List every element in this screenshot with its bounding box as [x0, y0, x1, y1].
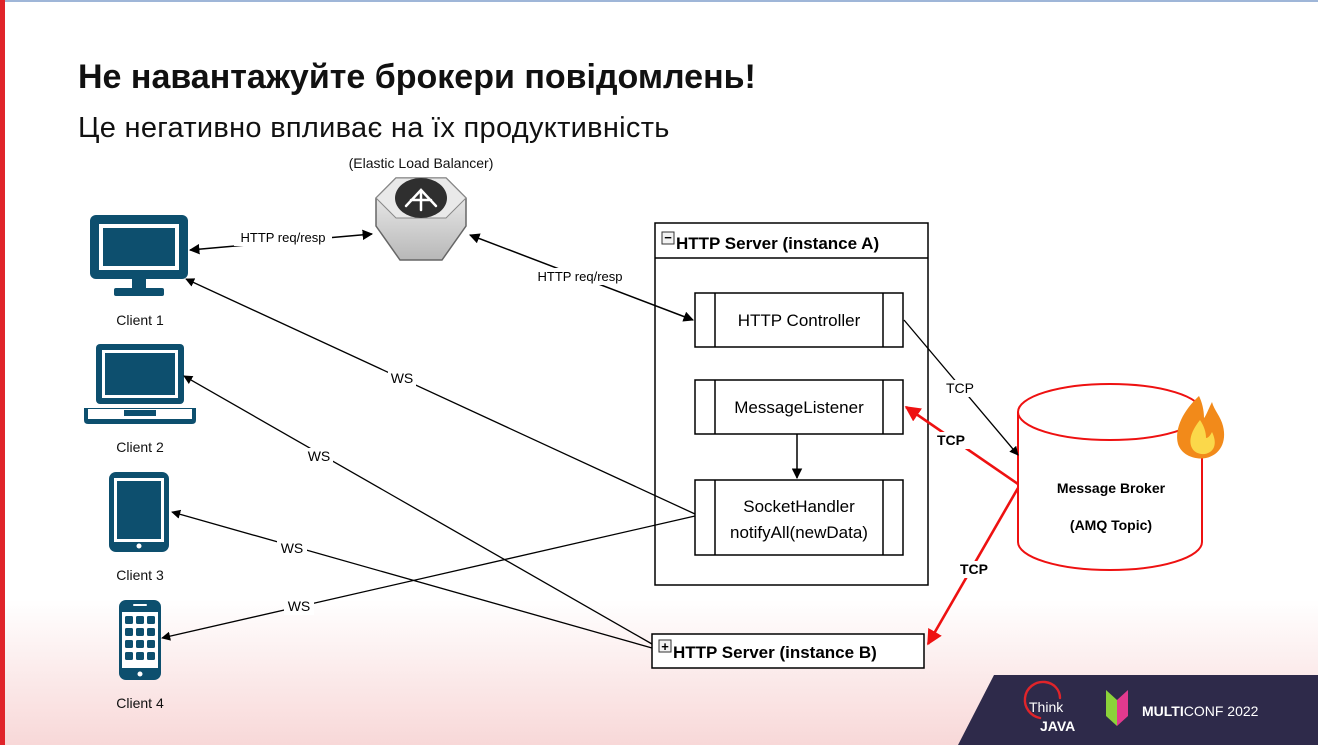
multiconf-logo: MULTICONF 2022 [1106, 690, 1259, 726]
desktop-monitor-icon [90, 215, 188, 296]
http-label-2: HTTP req/resp [537, 269, 622, 284]
ws-connection-client4: WS [161, 515, 696, 641]
think-java-logo: Think JAVA [1023, 680, 1075, 734]
ws-connection-client3: WS [171, 509, 653, 649]
load-balancer-icon [375, 177, 467, 261]
ws-connection-client1: WS [185, 278, 696, 515]
ws-label-2: WS [308, 448, 331, 464]
client-4-label: Client 4 [116, 695, 164, 711]
client-2-label: Client 2 [116, 439, 164, 455]
load-balancer: (Elastic Load Balancer) [349, 155, 494, 261]
laptop-icon [84, 344, 196, 424]
client-1-label: Client 1 [116, 312, 164, 328]
message-broker: Message Broker (AMQ Topic) [1017, 383, 1225, 571]
top-border [0, 0, 1318, 2]
http-controller-box: HTTP Controller [694, 292, 904, 348]
tcp-connection-broker-serverb: TCP [926, 487, 1020, 646]
http-connection-client1-elb: HTTP req/resp [188, 229, 374, 255]
expand-glyph: + [661, 639, 669, 654]
broker-label-2: (AMQ Topic) [1070, 517, 1152, 533]
http-label-1: HTTP req/resp [240, 230, 325, 245]
server-a-title: HTTP Server (instance A) [676, 234, 879, 253]
fire-icon [1177, 396, 1225, 459]
tablet-icon [109, 472, 169, 552]
ws-label-4: WS [288, 598, 311, 614]
client-2: Client 2 [84, 344, 196, 455]
left-accent-bar [0, 0, 5, 745]
server-b-title: HTTP Server (instance B) [673, 643, 877, 662]
client-4: Client 4 [116, 600, 164, 711]
slide-subtitle: Це негативно впливає на їх продуктивніст… [78, 112, 670, 144]
http-connection-elb-controller: HTTP req/resp [469, 233, 694, 322]
ws-label-3: WS [281, 540, 304, 556]
java-text: JAVA [1040, 718, 1075, 734]
tcp-label-3: TCP [960, 561, 988, 577]
socket-handler-box: SocketHandler notifyAll(newData) [694, 479, 904, 556]
ws-connection-client2: WS [183, 375, 653, 645]
tcp-label-1: TCP [946, 380, 974, 396]
socket-handler-label-2: notifyAll(newData) [730, 523, 868, 542]
tcp-label-2: TCP [937, 432, 965, 448]
server-b: + HTTP Server (instance B) [651, 633, 925, 669]
ws-label-1: WS [391, 370, 414, 386]
http-controller-label: HTTP Controller [738, 311, 861, 330]
tcp-connection-broker-listener: TCP [904, 405, 1019, 486]
socket-handler-label-1: SocketHandler [743, 497, 855, 516]
load-balancer-label: (Elastic Load Balancer) [349, 155, 494, 171]
client-1: Client 1 [90, 215, 188, 328]
message-listener-box: MessageListener [694, 379, 904, 435]
server-a: − HTTP Server (instance A) HTTP Controll… [654, 222, 929, 586]
slide-title: Не навантажуйте брокери повідомлень! [78, 58, 756, 96]
smartphone-icon [119, 600, 161, 680]
svg-text:MULTICONF 2022: MULTICONF 2022 [1142, 703, 1259, 719]
client-3-label: Client 3 [116, 567, 164, 583]
broker-label-1: Message Broker [1057, 480, 1166, 496]
client-3: Client 3 [109, 472, 169, 583]
think-text: Think [1029, 699, 1064, 715]
tcp-connection-controller-broker: TCP [903, 319, 1019, 456]
message-listener-label: MessageListener [734, 398, 864, 417]
conf-text: CONF 2022 [1184, 703, 1259, 719]
expand-toggle[interactable]: + [658, 639, 672, 654]
multi-text: MULTI [1142, 703, 1184, 719]
